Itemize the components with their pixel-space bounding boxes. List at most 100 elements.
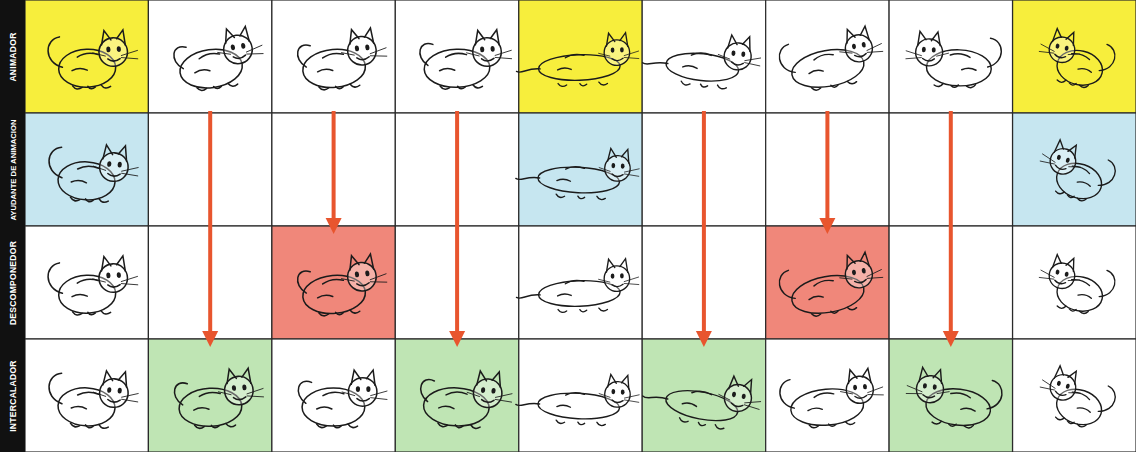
cat-fur-strokes [71, 53, 98, 71]
cat-eye [117, 388, 121, 394]
cat-whiskers [839, 269, 883, 284]
cat-eye [1065, 157, 1070, 163]
row-label-band: AYUDANTE DE ANIMACION [0, 113, 25, 226]
cel-cell [395, 0, 518, 113]
cat-sketch [47, 255, 139, 316]
cat-eye [1056, 380, 1061, 386]
cat-paws [556, 420, 605, 426]
cat-ears [475, 30, 499, 46]
cat-tail [516, 69, 540, 73]
cat-eye [853, 385, 857, 391]
cat-eye [491, 388, 495, 394]
cat-mouth [731, 62, 743, 65]
cat-eye [620, 47, 624, 52]
cat-sketch [777, 250, 888, 322]
cat-fur-strokes [193, 392, 221, 410]
cat-paws [195, 423, 236, 429]
row-label-band: DESCOMPONEDOR [0, 226, 25, 339]
cat-sketch [903, 366, 1004, 432]
cat-paws [438, 423, 480, 429]
cat-sketch [171, 24, 267, 94]
cat-head [98, 263, 127, 292]
cat-eye [932, 47, 936, 53]
flow-arrow [696, 111, 712, 347]
cat-mouth [612, 58, 623, 61]
cel-cell [766, 0, 889, 113]
cat-fur-strokes [1069, 52, 1095, 72]
cel-cell [1013, 113, 1136, 226]
cel-cell [519, 113, 642, 226]
cat-fur-strokes [950, 54, 977, 71]
cat-eye [242, 384, 246, 390]
cat-eye [106, 273, 110, 279]
cat-sketch [1032, 136, 1120, 208]
cel-cell [148, 0, 271, 113]
arrow-shaft [825, 111, 829, 220]
cel-cell [395, 339, 518, 452]
cat-paws [73, 311, 111, 316]
cat-mouth [233, 55, 246, 59]
cat-mouth [855, 396, 867, 399]
cat-ears [606, 33, 628, 47]
cat-fur-strokes [1068, 391, 1095, 412]
cat-paws [679, 418, 724, 430]
cat-sketch [419, 368, 514, 430]
cat-head [224, 376, 254, 406]
cat-paws [1057, 78, 1088, 88]
cat-paws [812, 306, 857, 317]
cat-mouth [612, 174, 623, 177]
cat-paws [73, 85, 111, 90]
cat-eye [117, 272, 121, 278]
cat-tail [297, 271, 312, 294]
flow-arrow [943, 111, 959, 347]
cat-eye [611, 389, 615, 394]
arrow-head [326, 218, 342, 234]
cat-fur-strokes [557, 54, 584, 70]
cat-tail [777, 44, 795, 75]
arrow-head [449, 331, 465, 347]
cat-eye [241, 43, 246, 49]
cat-whiskers [93, 391, 139, 402]
cat-paws [440, 84, 482, 89]
cat-paws [319, 309, 360, 316]
cat-ears [1053, 254, 1077, 272]
cat-mouth [612, 400, 623, 403]
cat-eye [1064, 45, 1069, 51]
flow-arrow [819, 111, 835, 234]
cat-whiskers [717, 53, 761, 66]
cat-whiskers [92, 50, 138, 60]
cat-fur-strokes [1068, 165, 1095, 186]
cel-cell [1013, 226, 1136, 339]
cat-eye [365, 44, 370, 50]
cat-tail [48, 147, 63, 178]
cat-fur-strokes [192, 52, 221, 72]
cel-cell [1013, 0, 1136, 113]
cat-paws [681, 81, 727, 89]
cat-eye [621, 163, 625, 168]
cat-whiskers [466, 50, 512, 60]
cat-fur-strokes [557, 166, 585, 182]
cat-fur-strokes [682, 388, 712, 409]
arrow-head [696, 331, 712, 347]
cat-ears [349, 28, 374, 45]
cat-eye [481, 387, 485, 393]
cat-mouth [731, 403, 743, 407]
cat-eye [932, 384, 937, 390]
cat-sketch [515, 144, 641, 202]
cat-whiskers [466, 391, 512, 402]
cat-eye [861, 42, 866, 48]
cat-eye [620, 273, 624, 278]
cat-tail [420, 379, 434, 402]
cat-mouth [1054, 280, 1065, 285]
cat-eye [922, 47, 926, 53]
cat-tail [173, 46, 189, 70]
cat-eye [741, 51, 746, 57]
cat-ears [101, 30, 125, 46]
arrow-shaft [949, 111, 953, 333]
cat-fur-strokes [316, 279, 345, 298]
cat-eye [863, 384, 867, 390]
cat-whiskers [840, 387, 884, 399]
cat-eye [1055, 43, 1060, 49]
cel-cell [1013, 339, 1136, 452]
